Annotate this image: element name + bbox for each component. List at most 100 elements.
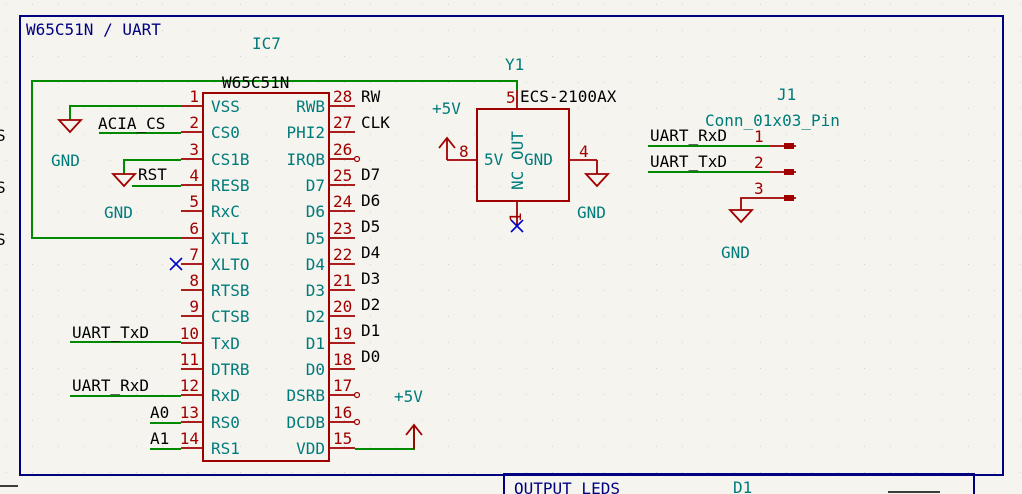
ic7-pin-number: 11	[180, 350, 199, 369]
ic7-pin-name: D7	[306, 176, 325, 195]
edge-char: S	[0, 230, 6, 249]
ic7-pin-name: D6	[306, 202, 325, 221]
ic7-pin-number: 23	[333, 219, 352, 238]
y1-pin-num-top: 5	[506, 88, 516, 107]
gnd-label-vss: GND	[51, 151, 80, 170]
ic7-pin-number: 14	[180, 429, 199, 448]
ic7-pin-number: 27	[333, 113, 352, 132]
ic7-pin-name: RESB	[211, 176, 250, 195]
vcc-symbol-y1	[438, 136, 456, 160]
net-label-uart-rxd: UART_RxD	[72, 376, 149, 395]
wires	[31, 80, 770, 450]
ic7-pin-name: CTSB	[211, 307, 250, 326]
ic7-pin-number: 12	[180, 376, 199, 395]
ic7-pin-end-marker	[353, 418, 361, 426]
j1-pin-num: 3	[754, 179, 764, 198]
y1-pin-name-right: GND	[524, 150, 553, 169]
net-label-a0: A0	[150, 403, 169, 422]
j1-pin-num: 1	[754, 127, 764, 146]
ic7-pin-name: RS0	[211, 413, 240, 432]
ic7-pin-name: DSRB	[286, 386, 325, 405]
gnd-label-y1: GND	[577, 203, 606, 222]
gnd-symbol-y1	[583, 160, 611, 188]
ic7-pin-number: 25	[333, 166, 352, 185]
net-label-d3: D3	[361, 269, 380, 288]
sheet-title: W65C51N / UART	[26, 20, 161, 39]
ic7-pin-number: 1	[189, 87, 199, 106]
gnd-label-j1: GND	[721, 243, 750, 262]
gnd-symbol-j1	[727, 197, 770, 224]
ic7-pin-number: 26	[333, 140, 352, 159]
j1-symbol[interactable]: J1 Conn_01x03_Pin 1 2 3 UART_RxD UART_Tx…	[650, 85, 840, 201]
net-label-d6: D6	[361, 191, 380, 210]
ic7-pin-number: 2	[189, 113, 199, 132]
wire-cs1b-gnd	[123, 159, 181, 174]
neighbor-sheet: OUTPUT LEDS D1	[503, 473, 975, 494]
ic7-ref: IC7	[252, 34, 281, 53]
j1-pin-num: 2	[754, 153, 764, 172]
ic7-pin-number: 24	[333, 192, 352, 211]
ic7-pin-name: CS0	[211, 123, 240, 142]
ic7-pin-number: 5	[189, 192, 199, 211]
ic7-pin-name: D1	[306, 334, 325, 353]
y1-pin-num-left: 8	[459, 142, 469, 161]
net-label-d1: D1	[361, 321, 380, 340]
y1-body	[476, 108, 570, 202]
ic7-pin-number: 3	[189, 140, 199, 159]
ic7-pin-number: 18	[333, 350, 352, 369]
y1-pin-num-bottom: 1	[506, 212, 525, 222]
y1-pin-name-bottom: NC	[508, 171, 527, 190]
ic7-pin-number: 15	[333, 429, 352, 448]
ic7-pin-name: VSS	[211, 97, 240, 116]
ic7-pin-name: VDD	[296, 439, 325, 458]
ic7-pin-name: TxD	[211, 334, 240, 353]
ic7-pin-number: 8	[189, 271, 199, 290]
net-label-d0: D0	[361, 347, 380, 366]
no-connect-marker-pin7	[169, 257, 183, 271]
y1-pin-num-right: 4	[579, 142, 589, 161]
ic7-pin-name: D3	[306, 281, 325, 300]
net-label-clk: CLK	[361, 113, 390, 132]
ic7-pin-name: D5	[306, 229, 325, 248]
net-label-j1-rxd: UART_RxD	[650, 126, 727, 145]
ic7-pin-number: 19	[333, 324, 352, 343]
y1-symbol[interactable]: Y1 ECS-2100AX 5 OUT 8 5V 4 GND 1 NC	[447, 55, 617, 226]
neighbor-sheet-title: OUTPUT LEDS	[514, 479, 620, 494]
ic7-pin-name: XTLI	[211, 229, 250, 248]
ic7-net-labels: ACIA_CS RST UART_TxD UART_RxD A0 A1 RW C…	[72, 87, 390, 448]
ic7-pin-number: 4	[189, 166, 199, 185]
ic7-pin-name: RWB	[296, 97, 325, 116]
y1-value: ECS-2100AX	[520, 87, 617, 106]
ic7-body	[202, 92, 330, 462]
ic7-pin-name: D2	[306, 307, 325, 326]
ic7-pin-name: IRQB	[286, 150, 325, 169]
ic7-pin-name: RxC	[211, 202, 240, 221]
gnd-symbol-vss	[56, 119, 84, 134]
ic7-pin-number: 28	[333, 87, 352, 106]
ic7-pin-name: RxD	[211, 386, 240, 405]
ic7-pin-number: 20	[333, 297, 352, 316]
edge-char: S	[0, 126, 6, 145]
ic7-pin-name: DTRB	[211, 360, 250, 379]
neighbor-ref: D1	[733, 478, 752, 494]
ic7-left-pins: 1VSS2CS03CS1B4RESB5RxC6XTLI7XLTO8RTSB9CT…	[180, 87, 250, 458]
j1-value: Conn_01x03_Pin	[705, 111, 840, 130]
left-edge-fragments: S S S	[0, 126, 18, 487]
j1-ref: J1	[777, 85, 796, 104]
net-label-rw: RW	[361, 87, 381, 106]
net-label-uart-txd: UART_TxD	[72, 323, 149, 342]
net-label-d4: D4	[361, 243, 380, 262]
no-connect-marker-y1	[510, 219, 524, 233]
gnd-label-cs1b: GND	[104, 203, 133, 222]
ic7-pin-number: 9	[189, 297, 199, 316]
ic7-pin-end-marker	[353, 391, 361, 399]
net-label-j1-txd: UART_TxD	[650, 152, 727, 171]
ic7-pin-name: D0	[306, 360, 325, 379]
ic7-pin-number: 22	[333, 245, 352, 264]
y1-pin-name-top: OUT	[508, 131, 527, 160]
ic7-pin-name: DCDB	[286, 413, 325, 432]
ic7-symbol[interactable]: IC7 W65C51N 1VSS2CS03CS1B4RESB5RxC6XTLI7…	[180, 34, 361, 462]
ic7-pin-name: PHI2	[286, 123, 325, 142]
wire-vss-gnd	[69, 105, 181, 120]
